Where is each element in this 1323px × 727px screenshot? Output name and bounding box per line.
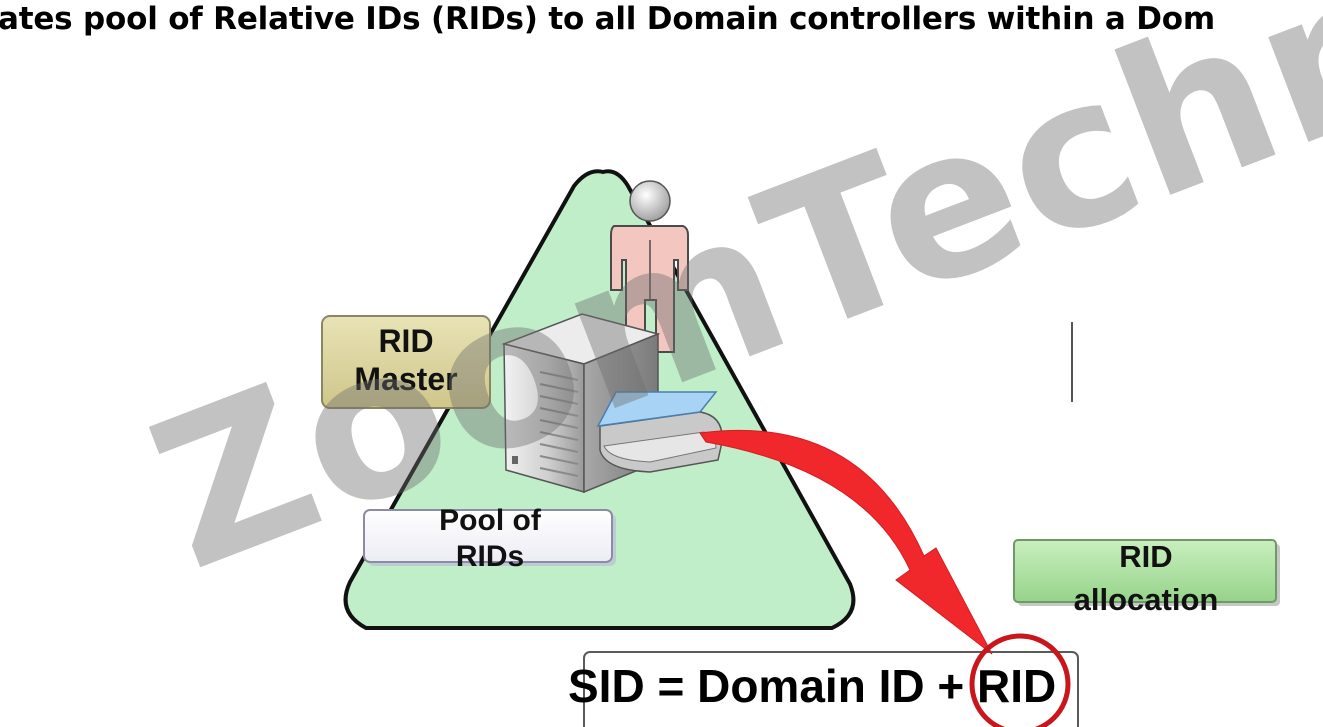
rid-master-box — [321, 315, 491, 409]
user-icon — [610, 180, 689, 353]
pool-of-rids-label: Pool of RIDs — [366, 503, 614, 575]
pool-of-rids-text: Pool of RIDs — [439, 504, 541, 573]
rid-allocation-box — [1013, 539, 1280, 606]
sid-formula-box — [583, 651, 1079, 727]
allocation-arrow — [699, 429, 993, 655]
rid-master-text: RID Master — [354, 323, 458, 397]
sid-formula: SID = Domain ID + RID — [568, 660, 1057, 712]
page-title: ates pool of Relative IDs (RIDs) to all … — [0, 1, 1215, 37]
rid-allocation-label: RID allocation — [1014, 535, 1278, 621]
pool-of-rids-box — [363, 509, 616, 566]
rid-highlight-circle — [969, 633, 1071, 727]
rid-master-label: RID Master — [322, 322, 490, 398]
rid-allocation-text: RID allocation — [1073, 539, 1219, 617]
rid-pool-tray-icon — [596, 391, 723, 473]
